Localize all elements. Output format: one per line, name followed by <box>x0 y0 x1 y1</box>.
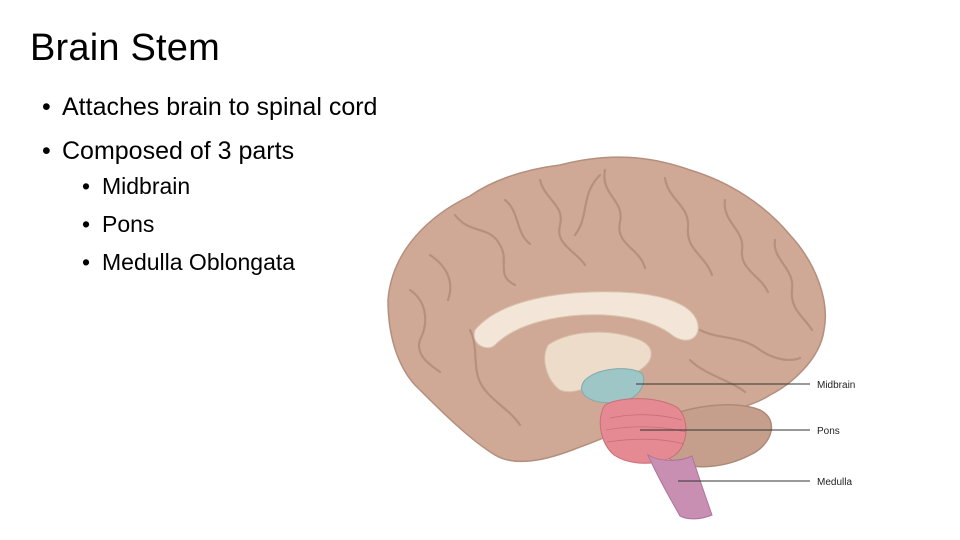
bullet-dot: • <box>82 249 91 275</box>
bullet-dot: • <box>82 211 91 237</box>
brain-diagram: Midbrain Pons Medulla <box>387 156 855 520</box>
slide-title: Brain Stem <box>30 27 220 69</box>
bullet-text: Composed of 3 parts <box>62 137 295 165</box>
pons-shape <box>599 398 687 464</box>
sub-bullet-list: • Midbrain • Pons • Medulla Oblongata <box>82 167 295 281</box>
sub-bullet-item: • Midbrain <box>82 167 295 205</box>
bullet-dot: • <box>42 93 51 121</box>
bullet-list: • Attaches brain to spinal cord • Composed… <box>42 85 377 173</box>
sub-bullet-item: • Medulla Oblongata <box>82 243 295 281</box>
bullet-dot: • <box>42 137 51 165</box>
gyri-lines <box>408 168 814 427</box>
bullet-text: Attaches brain to spinal cord <box>62 93 378 121</box>
bullet-dot: • <box>82 173 91 199</box>
bullet-item: • Attaches brain to spinal cord <box>42 85 377 129</box>
sub-bullet-text: Midbrain <box>102 173 191 199</box>
pons-label: Pons <box>817 426 840 437</box>
medulla-shape <box>646 453 713 520</box>
sub-bullet-item: • Pons <box>82 205 295 243</box>
bullet-item: • Composed of 3 parts <box>42 129 377 173</box>
corpus-callosum-shape <box>473 291 699 349</box>
sub-bullet-text: Medulla Oblongata <box>102 249 296 275</box>
sub-bullet-text: Pons <box>102 211 155 237</box>
medulla-label: Medulla <box>817 477 852 488</box>
midbrain-shape <box>581 368 645 404</box>
midbrain-label: Midbrain <box>817 380 855 391</box>
